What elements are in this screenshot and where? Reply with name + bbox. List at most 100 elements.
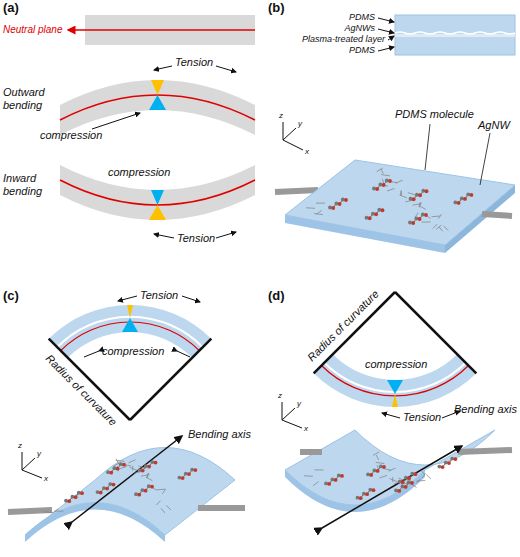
annotation-label: PDMS [349,45,375,56]
annotation-label: Tension [140,289,178,302]
slab-top [285,160,515,245]
atom [415,193,419,197]
electrode-tab [8,510,52,512]
atom [407,476,411,480]
atom [410,481,414,485]
curved-sheet [25,448,235,536]
radius-label: Radius of curvature [43,352,120,429]
annotation-label: PDMS [349,12,375,23]
annotation-label: Inward bending [3,172,55,198]
annotation-label: PDMS molecule [395,108,474,121]
nanowire [419,206,425,209]
atom [328,206,332,210]
axis-label: x [44,474,48,483]
annotation-label: AgNWs [344,23,375,34]
atom [424,213,428,217]
leader-line [425,124,430,170]
layer-stack [395,15,515,55]
atom [466,193,470,197]
atom [150,485,154,489]
nanowire [426,475,431,479]
nanowire [444,226,449,230]
plasma-layer [395,34,515,37]
axis-label: z [278,391,282,400]
nanowire [436,225,441,229]
atom [368,216,372,220]
electrode-tab [198,505,245,511]
annotation-label: AgNW [478,119,510,132]
atom [415,217,419,221]
tension-wedge [392,394,398,407]
arrow [388,36,394,40]
axis-label: y [297,399,301,408]
atom [141,488,145,492]
nanowire [113,463,119,467]
atom [144,464,148,468]
atom [154,461,158,465]
nanowire [390,479,397,482]
atom [144,489,148,493]
nanowire [416,479,420,483]
nanowire [119,466,127,469]
atom [411,221,415,225]
arrow [118,296,137,301]
atom [134,492,138,496]
nanowire [381,175,390,176]
atom [356,496,360,500]
axis-label: y [298,119,302,128]
leader-line [480,133,490,185]
atom [112,483,116,487]
atom [441,465,445,469]
nanowire [116,459,118,464]
atom [105,487,109,491]
atom [373,469,377,473]
nanowire [379,475,387,478]
atom [150,460,154,464]
atom [394,489,398,493]
nanowire [415,213,418,218]
atom [365,492,369,496]
atom [418,217,422,221]
neutral-plane-line [60,180,255,205]
compression-wedge [149,95,166,110]
nanowire [438,214,441,219]
atom [77,491,81,495]
arrow [378,47,394,51]
atom [398,480,402,484]
atom [108,482,112,486]
atom [438,465,442,469]
atom [102,486,106,490]
nanowire [313,482,318,486]
tension-wedge [127,305,133,318]
atom [408,221,412,225]
atom [463,197,467,201]
atom [365,216,369,220]
atom [375,187,379,191]
bent-band [49,305,212,358]
annotation-label: compression [40,129,102,142]
axis-label: x [305,147,309,156]
outward-band [60,80,255,135]
neutral-plane-line [60,95,255,120]
atom [371,212,375,216]
nanowire [439,227,443,232]
atom [410,472,414,476]
atom [397,489,401,493]
nanowire [304,475,313,477]
atom [67,499,71,503]
nanowire [421,470,425,475]
radius-label: Radius of curvature [305,288,382,365]
nanowire [376,455,378,460]
atom [337,474,341,478]
annotation-label: compression [108,166,170,179]
nanowire [53,509,58,513]
atom [359,496,363,500]
atom [450,457,454,461]
nanowire [413,204,422,205]
atom [407,481,411,485]
nanowire [306,207,315,209]
annotation-label: Tension [403,411,441,424]
atom [190,468,194,472]
nanowire [381,169,383,174]
